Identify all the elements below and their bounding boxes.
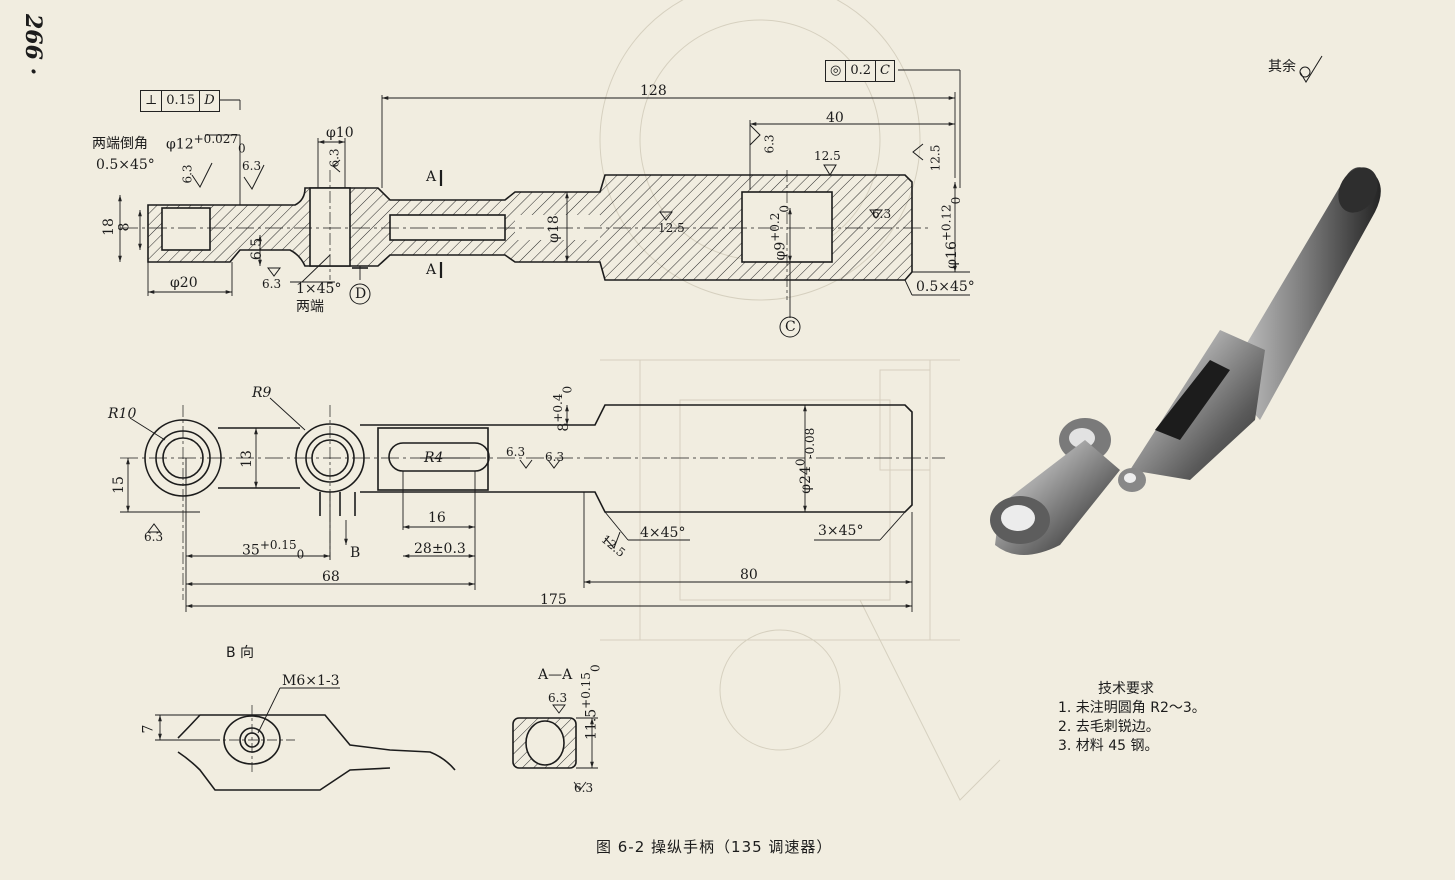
datum-D-circle: [349, 283, 371, 305]
thread-label: M6×1-3: [282, 673, 340, 689]
concentricity-datum: C: [880, 63, 890, 78]
dim-35-label: 35+0.150: [242, 538, 305, 562]
roughness-6-3-e: 6.3: [872, 207, 892, 221]
dim-7-label: 7: [140, 724, 157, 734]
perpendicularity-frame: ⊥ 0.15 D: [140, 90, 220, 112]
r4-label: R4: [424, 450, 444, 466]
other-roughness-note: 其余: [1268, 59, 1296, 75]
dia10-label: φ10: [326, 125, 354, 141]
datum-C-circle: [779, 316, 801, 338]
figure-caption: 图 6-2 操纵手柄（135 调速器）: [596, 838, 833, 856]
perpendicularity-datum: D: [204, 93, 215, 108]
aa-roughness-top: 6.3: [548, 691, 568, 705]
aa-section: [512, 717, 577, 769]
roughness-12-5-c: 12.5: [928, 144, 943, 172]
roughness-6-3-d: 6.3: [262, 277, 282, 291]
left-bore: [161, 207, 211, 251]
roughness-symbols-front: [191, 124, 924, 277]
tech-title: 技术要求: [1098, 681, 1154, 697]
section-A-bottom: A: [426, 262, 437, 278]
roughness-12-5-b: 12.5: [814, 149, 841, 163]
dia16-label: φ16+0.120: [939, 196, 963, 269]
dim-11-5-label: 11.5+0.150: [579, 664, 603, 740]
dia18-label: φ18: [545, 215, 562, 243]
dim-8-label: 8: [116, 222, 133, 232]
dim-18-label: 18: [100, 218, 117, 236]
neck-hollow: [389, 214, 506, 241]
technical-requirements: 技术要求 1. 未注明圆角 R2～3。 2. 去毛刺锐边。 3. 材料 45 钢…: [1058, 680, 1206, 756]
dia9-label: φ9+0.20: [768, 204, 792, 261]
concentricity-frame: ◎ 0.2 C: [825, 60, 895, 82]
roughness-6-3-g: 6.3: [144, 530, 164, 544]
dim-15-label: 15: [110, 476, 127, 494]
front-view: [120, 170, 930, 300]
roughness-6-3-f: 6.3: [762, 134, 777, 154]
aa-title: A—A: [538, 667, 573, 683]
datum-C-label: C: [785, 319, 796, 335]
dim-40-label: 40: [826, 110, 844, 126]
chamfer-label: 两端倒角: [92, 136, 148, 152]
dia12-label: φ12+0.0270: [166, 132, 246, 156]
perpendicularity-symbol: ⊥: [141, 91, 163, 111]
view-B-arrow-label: B: [350, 545, 361, 561]
part-3d-render: [990, 167, 1381, 555]
top-view: [120, 404, 945, 600]
dim-8-top-label: 8+0.40: [551, 385, 575, 432]
b-view: [177, 705, 456, 791]
b-view-title: B 向: [226, 645, 255, 661]
concentricity-value: 0.2: [846, 61, 877, 81]
roughness-6-3-i: 6.3: [545, 450, 565, 464]
front-dimensions: [118, 69, 970, 318]
roughness-12-5-a: 12.5: [658, 221, 685, 235]
dim-13-label: 13: [238, 450, 255, 468]
chamfer-4x45-label: 4×45°: [640, 525, 686, 541]
chamfer-value: 0.5×45°: [96, 157, 155, 173]
top-dimensions: [120, 397, 913, 612]
tech-item-1: 1. 未注明圆角 R2～3。: [1058, 700, 1206, 716]
aa-roughness-bottom: 6.3: [574, 781, 594, 795]
roughness-symbols-top: [147, 459, 621, 549]
dia24-label: φ240-0.08: [793, 427, 817, 494]
datum-D-label: D: [355, 286, 367, 302]
r10-label: R10: [108, 406, 137, 422]
dim-28-label: 28±0.3: [414, 541, 466, 557]
r9-label: R9: [252, 385, 272, 401]
tech-item-2: 2. 去毛刺锐边。: [1058, 719, 1160, 735]
dim-175-label: 175: [540, 592, 567, 608]
roughness-other-icon: [1299, 55, 1323, 83]
concentricity-symbol: ◎: [826, 61, 847, 81]
aa-hole: [525, 720, 565, 766]
chamfer-1x45-label: 1×45°: [296, 281, 342, 297]
neck-center: [515, 215, 600, 240]
section-A-top: A: [426, 169, 437, 185]
both-ends-label: 两端: [296, 299, 324, 315]
tech-item-3: 3. 材料 45 钢。: [1058, 738, 1159, 754]
dim-16-label: 16: [428, 510, 446, 526]
dim-128-label: 128: [640, 83, 667, 99]
dim-6-5-label: 6.5: [249, 237, 266, 261]
roughness-6-3-a: 6.3: [180, 164, 195, 184]
chamfer-3x45-label: 3×45°: [818, 523, 864, 539]
roughness-6-3-h: 6.3: [506, 445, 526, 459]
dia20-label: φ20: [170, 275, 198, 291]
dim-80-label: 80: [740, 567, 758, 583]
end-chamfer-label: 0.5×45°: [916, 279, 975, 295]
roughness-6-3-b: 6.3: [242, 159, 262, 173]
perpendicularity-value: 0.15: [162, 91, 201, 111]
dim-68-label: 68: [322, 569, 340, 585]
roughness-6-3-c: 6.3: [327, 148, 342, 168]
slot-frame: [377, 427, 489, 491]
